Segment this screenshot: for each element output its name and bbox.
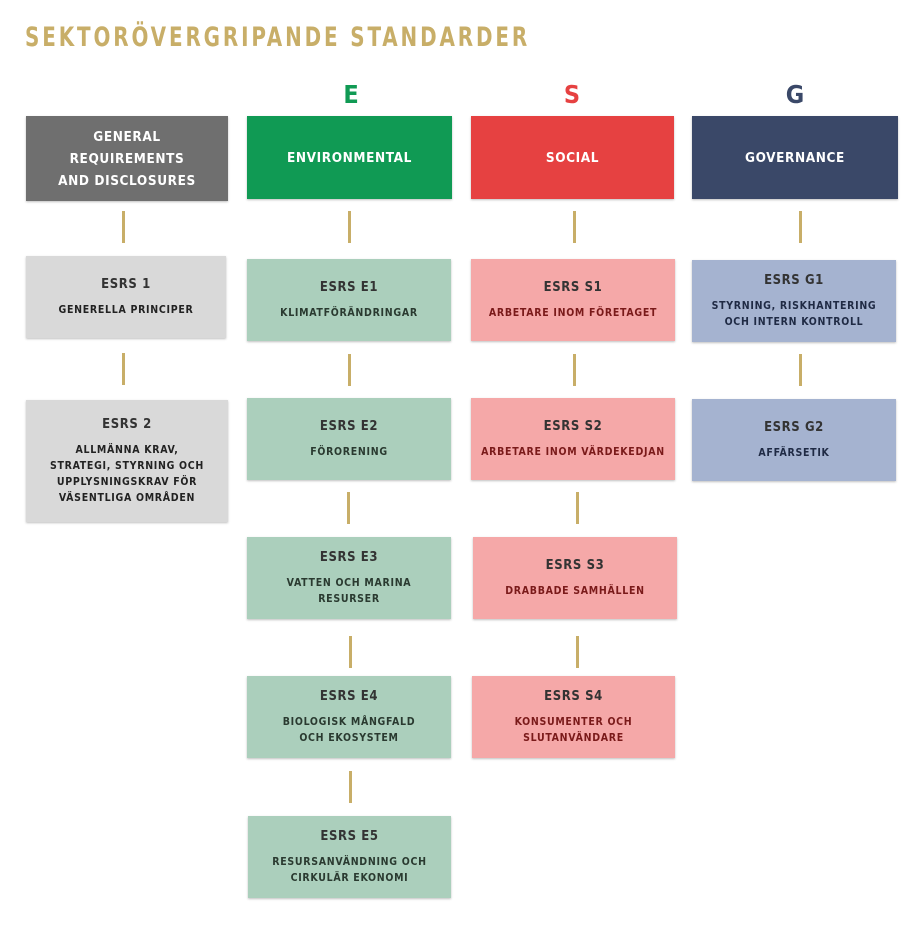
connector-line <box>347 492 350 524</box>
header-general[interactable]: GENERAL REQUIREMENTS AND DISCLOSURES <box>26 116 228 201</box>
box-code: ESRS E3 <box>319 549 379 565</box>
box-code: ESRS 1 <box>101 276 151 292</box>
page-title: SEKTORÖVERGRIPANDE STANDARDER <box>25 22 531 53</box>
box-esrs-e2[interactable]: ESRS E2 FÖRORENING <box>247 398 451 480</box>
box-desc: ARBETARE INOM VÄRDEKEDJAN <box>481 445 665 458</box>
connector-line <box>573 211 576 243</box>
box-esrs-g1[interactable]: ESRS G1 STYRNING, RISKHANTERING OCH INTE… <box>692 260 896 342</box>
connector-line <box>799 354 802 386</box>
box-desc: AFFÄRSETIK <box>758 446 830 459</box>
box-desc: GENERELLA PRINCIPER <box>58 303 194 316</box>
box-desc: RESURSANVÄNDNING OCH CIRKULÄR EKONOMI <box>272 855 427 884</box>
connector-line <box>576 636 579 668</box>
box-code: ESRS E4 <box>319 688 379 704</box>
box-esrs-g2[interactable]: ESRS G2 AFFÄRSETIK <box>692 399 896 481</box>
box-desc: DRABBADE SAMHÄLLEN <box>505 584 645 597</box>
box-code: ESRS S2 <box>543 418 603 434</box>
box-code: ESRS E5 <box>320 828 379 844</box>
box-esrs-e3[interactable]: ESRS E3 VATTEN OCH MARINA RESURSER <box>247 537 451 619</box>
connector-line <box>573 354 576 386</box>
header-general-label: GENERAL REQUIREMENTS AND DISCLOSURES <box>58 128 196 189</box>
connector-line <box>349 771 352 803</box>
box-desc: ALLMÄNNA KRAV, STRATEGI, STYRNING OCH UP… <box>49 443 205 504</box>
letter-environmental: E <box>343 80 359 109</box>
box-desc: STYRNING, RISKHANTERING OCH INTERN KONTR… <box>711 299 877 328</box>
box-code: ESRS G1 <box>764 272 824 288</box>
box-code: ESRS G2 <box>764 419 824 435</box>
box-desc: KONSUMENTER OCH SLUTANVÄNDARE <box>514 715 633 744</box>
box-code: ESRS E2 <box>319 418 379 434</box>
connector-line <box>122 211 125 243</box>
header-environmental[interactable]: ENVIRONMENTAL <box>247 116 452 199</box>
header-governance-label: GOVERNANCE <box>745 149 845 166</box>
box-code: ESRS S1 <box>543 279 603 295</box>
box-code: ESRS E1 <box>319 279 379 295</box>
header-governance[interactable]: GOVERNANCE <box>692 116 898 199</box>
connector-line <box>576 492 579 524</box>
box-desc: KLIMATFÖRÄNDRINGAR <box>280 306 418 319</box>
box-esrs-s1[interactable]: ESRS S1 ARBETARE INOM FÖRETAGET <box>471 259 675 341</box>
header-environmental-label: ENVIRONMENTAL <box>287 149 412 166</box>
box-esrs-e1[interactable]: ESRS E1 KLIMATFÖRÄNDRINGAR <box>247 259 451 341</box>
box-esrs-2[interactable]: ESRS 2 ALLMÄNNA KRAV, STRATEGI, STYRNING… <box>26 400 228 522</box>
letter-social: S <box>563 80 581 109</box>
letter-governance: G <box>785 80 805 109</box>
box-code: ESRS S4 <box>544 688 603 704</box>
box-esrs-s3[interactable]: ESRS S3 DRABBADE SAMHÄLLEN <box>473 537 677 619</box>
connector-line <box>348 211 351 243</box>
connector-line <box>799 211 802 243</box>
box-esrs-s4[interactable]: ESRS S4 KONSUMENTER OCH SLUTANVÄNDARE <box>472 676 675 758</box>
box-desc: ARBETARE INOM FÖRETAGET <box>488 306 658 319</box>
connector-line <box>349 636 352 668</box>
connector-line <box>122 353 125 385</box>
box-esrs-e4[interactable]: ESRS E4 BIOLOGISK MÅNGFALD OCH EKOSYSTEM <box>247 676 451 758</box>
box-esrs-1[interactable]: ESRS 1 GENERELLA PRINCIPER <box>26 256 226 338</box>
box-desc: FÖRORENING <box>310 445 388 458</box>
connector-line <box>348 354 351 386</box>
box-desc: VATTEN OCH MARINA RESURSER <box>286 576 412 605</box>
box-code: ESRS 2 <box>102 416 152 432</box>
header-social[interactable]: SOCIAL <box>471 116 674 199</box>
box-esrs-s2[interactable]: ESRS S2 ARBETARE INOM VÄRDEKEDJAN <box>471 398 675 480</box>
box-desc: BIOLOGISK MÅNGFALD OCH EKOSYSTEM <box>282 715 416 744</box>
header-social-label: SOCIAL <box>545 149 600 166</box>
box-code: ESRS S3 <box>545 557 605 573</box>
box-esrs-e5[interactable]: ESRS E5 RESURSANVÄNDNING OCH CIRKULÄR EK… <box>248 816 451 898</box>
